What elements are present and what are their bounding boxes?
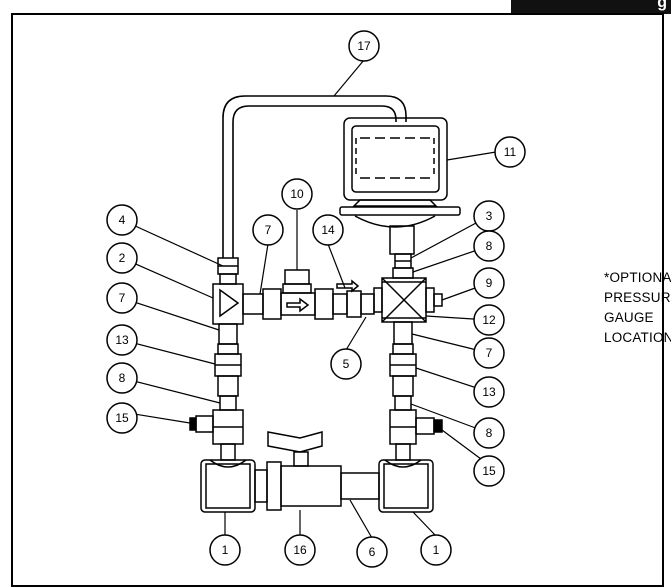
actuator-11 bbox=[339, 117, 461, 255]
note-line-3: GAUGE bbox=[604, 310, 654, 325]
callout-12: 12 bbox=[482, 313, 496, 327]
callout-1-right: 1 bbox=[433, 543, 440, 557]
bottom-manifold bbox=[200, 431, 434, 513]
callout-16: 16 bbox=[293, 543, 307, 557]
callout-1-left: 1 bbox=[222, 543, 229, 557]
note-line-2: PRESSURE bbox=[604, 290, 671, 305]
callout-15-right: 15 bbox=[482, 464, 496, 478]
note-line-1: *OPTIONAL bbox=[604, 270, 671, 285]
callout-8-left: 8 bbox=[119, 371, 126, 385]
callout-10: 10 bbox=[290, 187, 304, 201]
callout-13-left: 13 bbox=[115, 333, 129, 347]
right-stack bbox=[373, 253, 443, 461]
callout-circles bbox=[106, 30, 526, 568]
callout-labels: 17 11 10 4 7 14 3 2 8 9 7 12 5 7 13 13 8… bbox=[115, 39, 516, 559]
callout-17: 17 bbox=[357, 39, 371, 53]
tube-17 bbox=[222, 95, 407, 258]
callout-7-top: 7 bbox=[265, 223, 272, 237]
corner-tab-text: g bbox=[657, 0, 667, 11]
callout-5: 5 bbox=[343, 357, 350, 371]
callout-15-left: 15 bbox=[115, 411, 129, 425]
callout-3: 3 bbox=[486, 209, 493, 223]
callout-8-top: 8 bbox=[486, 239, 493, 253]
callout-13-right: 13 bbox=[482, 385, 496, 399]
callout-7-left: 7 bbox=[119, 291, 126, 305]
callout-14: 14 bbox=[321, 223, 335, 237]
callout-4: 4 bbox=[119, 213, 126, 227]
callout-9: 9 bbox=[486, 276, 493, 290]
callout-6: 6 bbox=[369, 545, 376, 559]
callout-7-right: 7 bbox=[486, 346, 493, 360]
callout-2: 2 bbox=[119, 251, 126, 265]
callout-11: 11 bbox=[504, 145, 517, 159]
callout-8-right: 8 bbox=[486, 426, 493, 440]
corner-tab: g bbox=[511, 0, 671, 14]
note-line-4: LOCATION bbox=[604, 330, 671, 345]
optional-gauge-note: *OPTIONAL PRESSURE GAUGE LOCATION bbox=[604, 268, 671, 348]
drawing-border bbox=[11, 13, 664, 587]
